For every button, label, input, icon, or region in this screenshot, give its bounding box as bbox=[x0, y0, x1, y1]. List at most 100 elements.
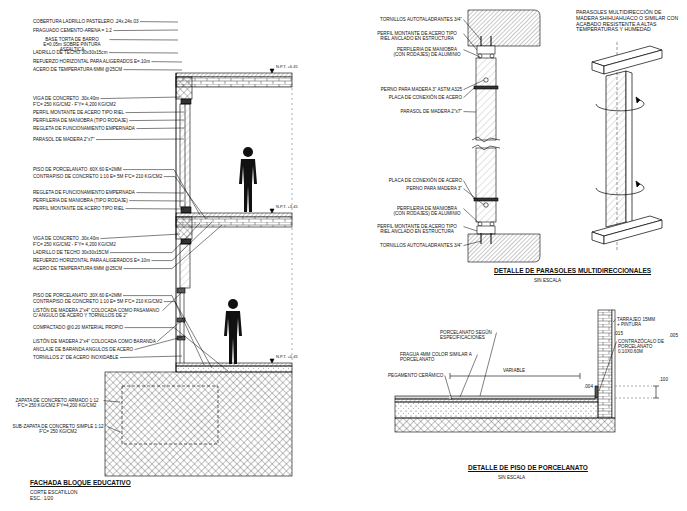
annotation-label: COMPACTADO @0.20 MATERIAL PROPIO bbox=[33, 325, 123, 330]
annotation-label: PERFILERIA DE MANIOBRA (TIPO RODAJE) bbox=[33, 118, 128, 123]
annotation-label: PARASOL DE MADERA 2"x7" bbox=[401, 109, 462, 114]
view-title: DETALLE DE PISO DE PORCELANATO bbox=[468, 464, 588, 471]
annotation-label: CORTE ESCATILLON bbox=[30, 490, 78, 495]
leader-line bbox=[599, 342, 617, 391]
leader-line bbox=[125, 328, 229, 371]
leader-line bbox=[101, 97, 181, 99]
leader-line bbox=[164, 302, 212, 368]
leader-line bbox=[464, 241, 482, 246]
annotation-label: PERFILERIA DE MANIOBRA (CON RODAJES) DE … bbox=[392, 206, 462, 216]
leader-line bbox=[157, 320, 182, 342]
leader-line bbox=[104, 401, 121, 402]
leader-line bbox=[464, 34, 478, 50]
leader-line bbox=[464, 50, 481, 57]
annotation-label: ACERO DE TEMPERATURA 6MM @25CM bbox=[33, 67, 122, 72]
annotation-label: ESC.: 1/20 bbox=[30, 496, 53, 501]
leader-line bbox=[96, 139, 184, 141]
leader-line bbox=[164, 177, 206, 219]
leader-line bbox=[123, 296, 204, 365]
annotation-label: PLACA DE CONEXIÓN DE ACERO bbox=[389, 95, 462, 100]
annotation-label: LADRILLO DE TECHO 30x30x15cm bbox=[33, 50, 107, 55]
leader-line bbox=[152, 222, 213, 261]
annotation-label: REFUERZO HORIZONTAL PARA ALIGERADOS E=.1… bbox=[33, 258, 150, 263]
view-title: FACHADA BLOQUE EDUCATIVO bbox=[30, 479, 131, 486]
annotation-label: TORNILLOS AUTOTALADRANTES 3/4" bbox=[380, 17, 462, 22]
annotation-label: REGLETA DE FUNCIONAMIENTO EMPERNADA bbox=[33, 190, 135, 195]
view-title: DETALLE DE PARASOLES MULTIDIRECCIONALES bbox=[494, 267, 651, 274]
annotation-label: F'C= 250 KG/CM2 - F'Y= 4,200 KG/CM2 bbox=[33, 102, 116, 107]
annotation-label: F'C= 250 KG/CM2 - F'Y= 4,200 KG/CM2 bbox=[33, 242, 116, 247]
leader-line bbox=[120, 356, 182, 358]
annotation-label: TARRAJEO 15MM + PINTURA bbox=[617, 317, 659, 327]
annotation-label: .005 bbox=[669, 333, 678, 338]
leader-line bbox=[140, 21, 178, 22]
leader-line bbox=[129, 200, 184, 201]
annotation-label: PORCELANATO SEGÚN ESPECIFICACIONES bbox=[440, 330, 495, 340]
annotation-label: CONTRAZÓCALO DE PORCELANATO 0.10X0.60M bbox=[618, 339, 666, 354]
annotation-label: LISTÓN DE MADERA 2"x4" COLOCADA COMO PAS… bbox=[33, 308, 161, 318]
leader-line bbox=[110, 223, 200, 253]
annotation-label: PERFIL MONTANTE DE ACERO TIPO RIEL ANCLA… bbox=[372, 31, 462, 41]
leader-line bbox=[464, 209, 480, 223]
leader-line bbox=[136, 192, 184, 193]
leader-line bbox=[136, 128, 184, 130]
annotation-label: SUB-ZAPATA DE CONCRETO SIMPLE 1:12 F'C= … bbox=[10, 424, 106, 434]
leader-line bbox=[110, 39, 179, 40]
leader-line bbox=[152, 61, 183, 62]
annotation-label: REGLETA DE FUNCIONAMIENTO EMPERNADA bbox=[33, 126, 135, 131]
annotation-label: CONTRAPISO DE CONCRETO 1:10 E= 5M F'C= 2… bbox=[33, 174, 162, 179]
annotation-label: PERFILERIA DE MANIOBRA (TIPO RODAJE) bbox=[33, 198, 128, 203]
leader-line bbox=[129, 120, 184, 122]
annotation-label: PERNO PARA MADERA 3" bbox=[406, 186, 462, 191]
annotation-label: PEGAMENTO CERÁMICO bbox=[388, 373, 443, 378]
leader-line bbox=[109, 52, 178, 53]
annotation-label: SIN ESCALA bbox=[498, 475, 525, 480]
leader-line bbox=[480, 333, 497, 396]
leader-line bbox=[124, 69, 183, 70]
annotation-label: VARIABLE bbox=[503, 368, 525, 373]
annotation-label: PISO DE PORCELANATO .60X.60 E=2MM bbox=[33, 167, 122, 172]
annotation-label: PERFIL MONTANTE DE ACERO TIPO RIEL ANCLA… bbox=[372, 224, 462, 234]
annotation-label: PISO DE PORCELANATO .30X.60 E=2MM bbox=[33, 293, 122, 298]
annotation-label: LISTÓN DE MADERA 2"x4" COLOCADA COMO BAR… bbox=[33, 339, 156, 344]
leader-line bbox=[464, 189, 485, 205]
annotation-label: COBERTURA LADRILLO PASTELERO .24x.24x.03 bbox=[33, 19, 139, 24]
annotation-label: .015 bbox=[614, 331, 623, 336]
annotation-label: VIGA DE CONCRETO .30x.40m bbox=[33, 236, 99, 241]
leader-line bbox=[163, 292, 183, 311]
leader-line bbox=[464, 88, 475, 98]
leader-line bbox=[126, 112, 185, 114]
annotation-label: VIGA DE CONCRETO .30x.40m bbox=[33, 96, 99, 101]
annotation-label: PERFIL MONTANTE DE ACERO TIPO RIEL bbox=[33, 206, 124, 211]
annotation-label: PARASOLES MULTIDIRECCIÓN DE MADERA SHIHU… bbox=[576, 10, 680, 33]
annotation-label: LADRILLO DE TECHO 30x30x15CM bbox=[33, 250, 109, 255]
annotation-label: N.P.T. +6.45 bbox=[276, 65, 298, 69]
leader-line bbox=[108, 427, 121, 432]
annotation-label: REFUERZO HORIZONTAL PARA ALIGERADOS E=.1… bbox=[33, 59, 150, 64]
leader-line bbox=[464, 227, 478, 231]
leader-line bbox=[126, 208, 185, 209]
leader-line bbox=[445, 376, 452, 400]
annotation-label: N.P.T. +3.45 bbox=[276, 205, 298, 209]
leader-line bbox=[613, 320, 616, 322]
annotation-label: SIN ESCALA bbox=[534, 278, 561, 283]
annotation-label: CONTRAPISO DE CONCRETO 1:10 E= 5M F'C= 2… bbox=[33, 299, 162, 304]
leader-line bbox=[101, 234, 181, 239]
annotation-label: FRAGUA 4MM COLOR SIMILAR A PORCELANATO bbox=[400, 352, 476, 362]
annotation-label: ZAPATA DE CONCRETO ARMADO 1:12 F'C= 250 … bbox=[12, 398, 102, 408]
annotation-label: PARASOL DE MADERA 2"x7" bbox=[33, 137, 94, 142]
annotation-label: ACERO DE TEMPERATURA 6MM @25CM bbox=[33, 266, 122, 271]
annotation-label: TORNILLOS AUTOTALADRANTES 3/4" bbox=[380, 243, 462, 248]
leader-line bbox=[464, 111, 477, 112]
annotation-label: .100 bbox=[659, 377, 668, 382]
annotation-label: PERFIL MONTANTE DE ACERO TIPO RIEL bbox=[33, 110, 124, 115]
leader-line bbox=[113, 30, 178, 32]
annotation-label: PERNO PARA MADERA 3" ASTM A325 bbox=[381, 87, 462, 92]
annotation-label: PLACA DE CONEXIÓN DE ACERO bbox=[389, 178, 462, 183]
annotation-label: N.P.T. +0.45 bbox=[276, 355, 298, 359]
annotation-label: .004 bbox=[584, 384, 593, 389]
annotation-label: TORNILLOS 2" DE ACERO INOXIDABLE bbox=[33, 355, 118, 360]
annotation-label: FRAGUADO CEMENTO-ARENA = 1:2 bbox=[33, 28, 112, 33]
